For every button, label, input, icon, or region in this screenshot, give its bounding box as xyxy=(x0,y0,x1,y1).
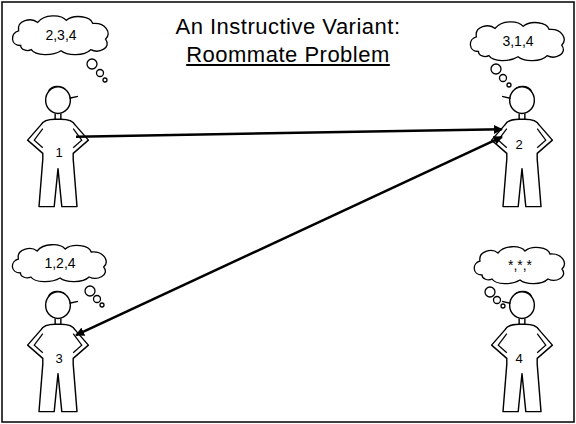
thought-bubble: 2,3,4 xyxy=(8,14,114,56)
person-figure xyxy=(28,86,89,206)
thought-bubble: 1,2,4 xyxy=(8,243,112,283)
preference-arrow xyxy=(76,129,502,136)
slide-subtitle: Roommate Problem xyxy=(0,42,576,68)
person-body: 2 xyxy=(502,104,536,154)
thought-bubble: 3,1,4 xyxy=(466,20,570,62)
person-body: 4 xyxy=(502,318,536,368)
thought-bubble: *,*,* xyxy=(470,245,570,285)
person-number: 1 xyxy=(55,145,62,160)
person-figure xyxy=(28,291,89,411)
preference-arrow xyxy=(76,137,502,335)
person-number: 3 xyxy=(55,351,62,366)
person-body: 1 xyxy=(42,112,76,162)
person-body: 3 xyxy=(42,318,76,368)
person-number: 4 xyxy=(515,351,522,366)
person-figure xyxy=(492,291,553,411)
person-figure xyxy=(492,86,553,206)
thought-trail xyxy=(85,59,511,308)
person-number: 2 xyxy=(515,137,522,152)
preference-list: 1,2,4 xyxy=(44,255,75,271)
preference-list: 2,3,4 xyxy=(45,27,76,43)
slide-title: An Instructive Variant: xyxy=(0,14,576,40)
preference-list: *,*,* xyxy=(508,257,532,273)
preference-list: 3,1,4 xyxy=(502,33,533,49)
